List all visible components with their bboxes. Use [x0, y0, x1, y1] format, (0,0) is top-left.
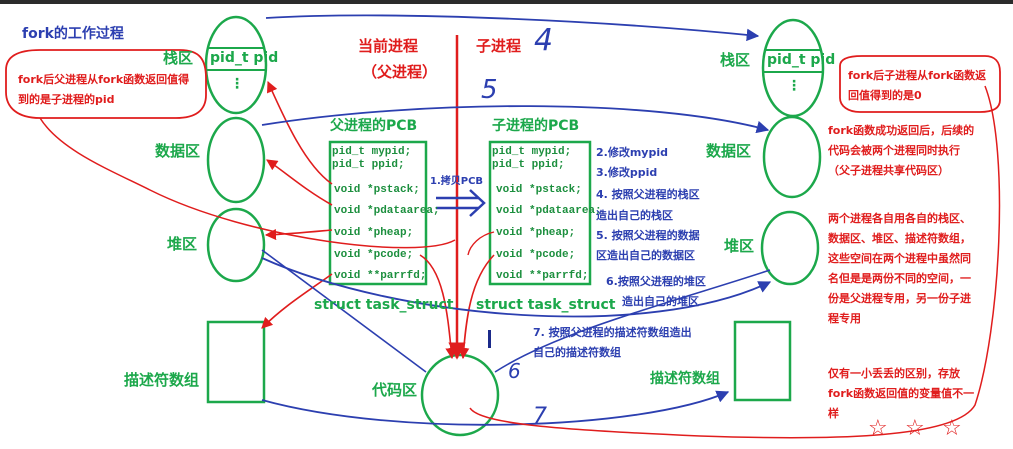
handwritten-5: 5	[481, 75, 498, 105]
parent-pstack-arrow	[267, 80, 333, 185]
copy-pcb-arrow	[436, 189, 486, 217]
child-field-parrfd: void **parrfd;	[496, 270, 589, 282]
parent-pdata-arrow	[266, 159, 333, 206]
handwritten-4: 4	[534, 23, 554, 58]
text-cursor-icon	[488, 330, 491, 348]
handwritten-7: 7	[533, 404, 547, 429]
right-to-code-line	[494, 269, 771, 373]
right-note-1: fork后子进程从fork函数返回值得到的是0	[848, 69, 987, 102]
star-icon: ☆	[868, 416, 888, 441]
copy-fd-arrow	[261, 390, 730, 426]
left-fd-label: 描述符数组	[124, 371, 200, 389]
child-process-title: 子进程	[476, 37, 522, 55]
handwritten-6: 6	[508, 359, 521, 383]
step-6a: 6.按照父进程的堆区	[606, 275, 706, 288]
child-struct-label: struct task_struct	[476, 297, 616, 313]
parent-field-mypid: pid_t mypid;	[332, 146, 412, 158]
right-fd-rect	[733, 320, 792, 402]
step-2: 2.修改mypid	[596, 146, 668, 159]
right-stack-ellipsis: ⋮	[787, 78, 801, 94]
child-field-mypid: pid_t mypid;	[492, 146, 572, 158]
parent-field-pstack: void *pstack;	[334, 184, 420, 196]
parent-struct-label: struct task_struct	[314, 297, 454, 313]
left-stack-ellipse	[204, 15, 268, 115]
right-note-bubble	[839, 55, 1001, 113]
left-data-ellipse	[206, 116, 266, 204]
parent-pcode-arrow	[419, 254, 457, 360]
right-note-tail	[469, 85, 1001, 439]
step-6b: 造出自己的堆区	[622, 295, 699, 308]
step-3: 3.修改ppid	[596, 166, 658, 179]
star-icon: ☆	[942, 416, 962, 441]
parent-field-pdataarea: void *pdataarea;	[334, 205, 440, 217]
window-top-edge	[0, 0, 1013, 4]
child-pcb-title: 子进程的PCB	[492, 118, 580, 134]
right-heap-ellipse	[760, 210, 820, 286]
parent-field-pheap: void *pheap;	[334, 227, 414, 239]
right-stack-cell: pid_t pid	[767, 52, 836, 68]
right-note-2: fork函数成功返回后，后续的代码会被两个进程同时执行（父子进程共享代码区）	[828, 124, 975, 177]
copy-stack-arrow	[265, 14, 760, 42]
parent-process-title: 当前进程	[358, 37, 419, 55]
step-1: 1.拷贝PCB	[430, 176, 484, 187]
parent-parrfd-arrow	[261, 273, 333, 329]
right-heap-label: 堆区	[724, 237, 755, 255]
child-field-ppid: pid_t ppid;	[492, 159, 565, 171]
step-7a: 7. 按照父进程的描述符数组造出	[533, 326, 692, 339]
left-data-label: 数据区	[155, 142, 201, 160]
code-area-label: 代码区	[372, 381, 418, 399]
diagram-title: fork的工作过程	[22, 26, 124, 42]
parent-pcb-title: 父进程的PCB	[330, 118, 418, 134]
parent-pheap-arrow	[264, 228, 333, 241]
child-field-pstack: void *pstack;	[496, 184, 582, 196]
copy-data-arrow	[261, 105, 770, 134]
child-field-pheap: void *pheap;	[496, 227, 576, 239]
child-pcb-box	[488, 140, 592, 286]
child-pheap-arrow	[467, 231, 495, 256]
left-to-code-line	[261, 249, 427, 373]
parent-field-ppid: pid_t ppid;	[332, 159, 405, 171]
right-data-ellipse	[762, 115, 822, 199]
step-7b: 自己的描述符数组	[533, 346, 621, 359]
star-icon: ☆	[905, 416, 925, 441]
right-note-4: 仅有一小丢丢的区别，存放fork函数返回值的变量值不一样	[828, 367, 975, 420]
step-4b: 造出自己的栈区	[596, 209, 673, 222]
copy-heap-arrow	[261, 257, 772, 318]
left-stack-cell: pid_t pid	[210, 50, 279, 66]
left-heap-ellipse	[206, 207, 266, 283]
right-note-3: 两个进程各自用各自的栈区、数据区、堆区、描述符数组，这些空间在两个进程中虽然同名…	[828, 212, 971, 325]
child-field-pdataarea: void *pdataarea;	[496, 205, 602, 217]
right-stack-label: 栈区	[720, 51, 751, 69]
parent-field-parrfd: void **parrfd;	[334, 270, 427, 282]
parent-pcb-box	[328, 140, 428, 286]
left-note: fork后父进程从fork函数返回值得到的是子进程的pid	[18, 73, 190, 106]
left-stack-label: 栈区	[163, 49, 194, 67]
parent-process-subtitle: （父进程）	[362, 63, 438, 81]
child-pcode-arrow	[458, 254, 495, 360]
right-data-label: 数据区	[706, 142, 752, 160]
step-4a: 4. 按照父进程的栈区	[596, 188, 700, 201]
left-fd-rect	[206, 320, 266, 404]
right-fd-label: 描述符数组	[650, 371, 720, 387]
left-note-tail	[39, 117, 456, 249]
left-heap-label: 堆区	[167, 235, 198, 253]
parent-field-pcode: void *pcode;	[334, 249, 414, 261]
step-5b: 区造出自己的数据区	[596, 249, 695, 262]
left-stack-ellipsis: ⋮	[230, 76, 244, 92]
step-5a: 5. 按照父进程的数据	[596, 229, 700, 242]
left-note-bubble	[5, 49, 207, 119]
child-field-pcode: void *pcode;	[496, 249, 576, 261]
